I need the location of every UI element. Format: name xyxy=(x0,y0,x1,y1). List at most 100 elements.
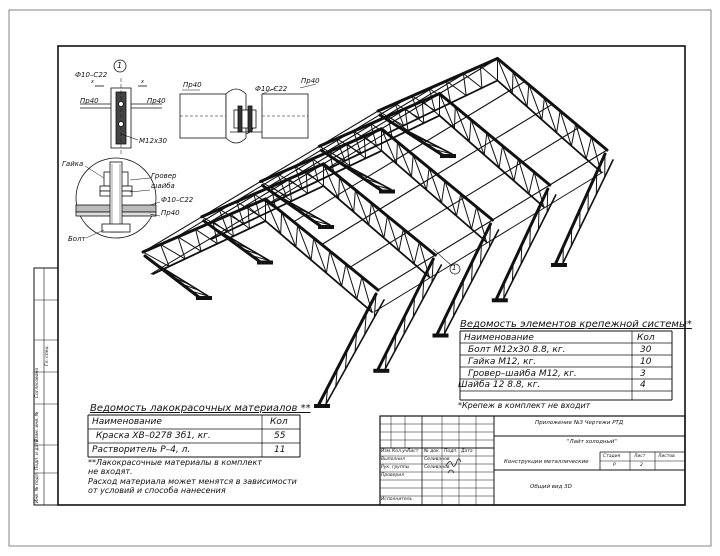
rafter-top-chord xyxy=(322,162,437,257)
detail-label-bolt: М12х30 xyxy=(139,137,167,145)
purlin xyxy=(349,231,408,268)
column-web xyxy=(351,170,371,179)
rafter-web xyxy=(486,132,500,169)
purlin xyxy=(406,196,466,233)
purlin xyxy=(464,161,523,198)
paint-note-line-2: не входят. xyxy=(88,467,133,476)
rafter-web xyxy=(195,228,202,252)
rafter-web xyxy=(396,141,412,178)
rafter-web xyxy=(445,80,452,104)
fasteners-row-qty: 10 xyxy=(640,357,652,367)
rafter-web xyxy=(439,93,455,130)
rafter-web xyxy=(212,221,234,237)
purlin xyxy=(377,254,436,291)
rafter-web xyxy=(160,243,170,267)
rafter-web xyxy=(411,154,414,178)
rafter-web xyxy=(230,213,234,237)
title-appendix: Приложение №3 Чертежи РТД xyxy=(535,420,624,426)
column-web xyxy=(520,244,523,265)
hdr-sheets: Листов xyxy=(658,454,675,459)
rafter-web xyxy=(310,237,315,261)
section-zoom-circle xyxy=(75,157,157,239)
base-plate xyxy=(318,225,334,229)
column-web xyxy=(181,283,200,291)
column-web xyxy=(335,368,338,388)
rafter-web xyxy=(453,106,456,130)
section-label-rod: Ф10–С22 xyxy=(161,196,194,204)
paint-row-name: Краска ХВ–0278 3б1, кг. xyxy=(96,431,211,441)
column-web xyxy=(471,260,473,283)
side-stamp-chief-spec: Гл. спец. xyxy=(45,345,50,366)
rafter-web xyxy=(512,71,528,108)
base-plate xyxy=(491,298,508,303)
col-izm: Изм. xyxy=(381,449,392,454)
hdr-stage: Стадия xyxy=(603,454,621,459)
rafter-web xyxy=(370,202,385,239)
column-web xyxy=(503,281,505,299)
column-web xyxy=(162,269,181,280)
rafter-web xyxy=(479,65,498,81)
rafter-web xyxy=(335,138,362,154)
frame-callout-circle xyxy=(449,263,461,275)
rafter-web xyxy=(142,251,170,267)
rafter-web xyxy=(456,193,462,217)
rafter-web xyxy=(541,97,545,121)
rafter-web xyxy=(288,178,293,202)
sheet-outer-border xyxy=(8,9,712,547)
rafter-web xyxy=(305,170,308,194)
rafter-web xyxy=(356,276,363,300)
column-web xyxy=(432,148,453,155)
rafter-web xyxy=(195,228,218,245)
col-data: Дата xyxy=(461,449,473,454)
rafter-web xyxy=(335,138,346,162)
rafter-web xyxy=(468,119,472,143)
rafter-web xyxy=(413,241,420,265)
rafter-web xyxy=(476,206,487,243)
rafter-bottom-chord xyxy=(152,220,267,275)
rafter-web xyxy=(354,189,370,226)
fasteners-table-title: Ведомость элементов крепежной системы* xyxy=(460,319,692,330)
rafter-top-chord xyxy=(376,57,499,113)
rafter-bottom-chord xyxy=(269,149,383,205)
rafter-web xyxy=(543,97,558,134)
role-executor: Исполнитель xyxy=(381,497,413,502)
rafter-web xyxy=(212,221,218,245)
rafter-web xyxy=(502,145,515,182)
column-web xyxy=(241,248,260,256)
paint-header-name: Наименование xyxy=(92,417,162,427)
column-web xyxy=(311,219,331,226)
side-stamp-inv: Инв. № подл. xyxy=(35,471,40,503)
rafter-web xyxy=(404,108,425,124)
column-web xyxy=(462,279,464,300)
val-stage: Р xyxy=(613,463,616,468)
paint-row-name: Растворитель Р–4, л. xyxy=(92,445,191,455)
detail-callout-circle xyxy=(113,59,127,73)
column-web xyxy=(453,297,455,317)
detail-label-pr-left2: Пр40 xyxy=(147,97,166,105)
rafter-web xyxy=(253,193,261,217)
purlin xyxy=(408,115,468,153)
fasteners-row-name: Шайба 12 8.8, кг. xyxy=(458,380,541,390)
rafter-web xyxy=(383,215,388,239)
val-sheet: 2 xyxy=(640,463,643,468)
rafter-web xyxy=(421,100,440,117)
column-web xyxy=(529,225,531,248)
purlin xyxy=(434,219,494,256)
rafter-web xyxy=(517,158,530,195)
rafter-bottom-chord xyxy=(328,114,441,170)
role-group-lead: Рук. группы xyxy=(381,465,410,470)
detail-bolt-connection xyxy=(179,83,317,144)
rafter-web xyxy=(297,224,312,261)
name-group-lead: Селиванов xyxy=(424,465,450,470)
rafter-web xyxy=(460,193,472,230)
column-web xyxy=(480,242,482,265)
base-plate xyxy=(440,154,456,158)
paint-note-line-4: от условий и способа нанесения xyxy=(88,486,226,495)
section-label-pr: Пр40 xyxy=(161,209,180,217)
rafter-top-chord xyxy=(259,127,383,183)
rafter-web xyxy=(294,165,303,189)
base-plate xyxy=(373,368,390,373)
detail-label-pr-left: Пр40 xyxy=(80,97,99,105)
purlin xyxy=(350,151,410,188)
paint-note-line-1: **Лакокрасочные материалы в комплект xyxy=(88,458,262,467)
